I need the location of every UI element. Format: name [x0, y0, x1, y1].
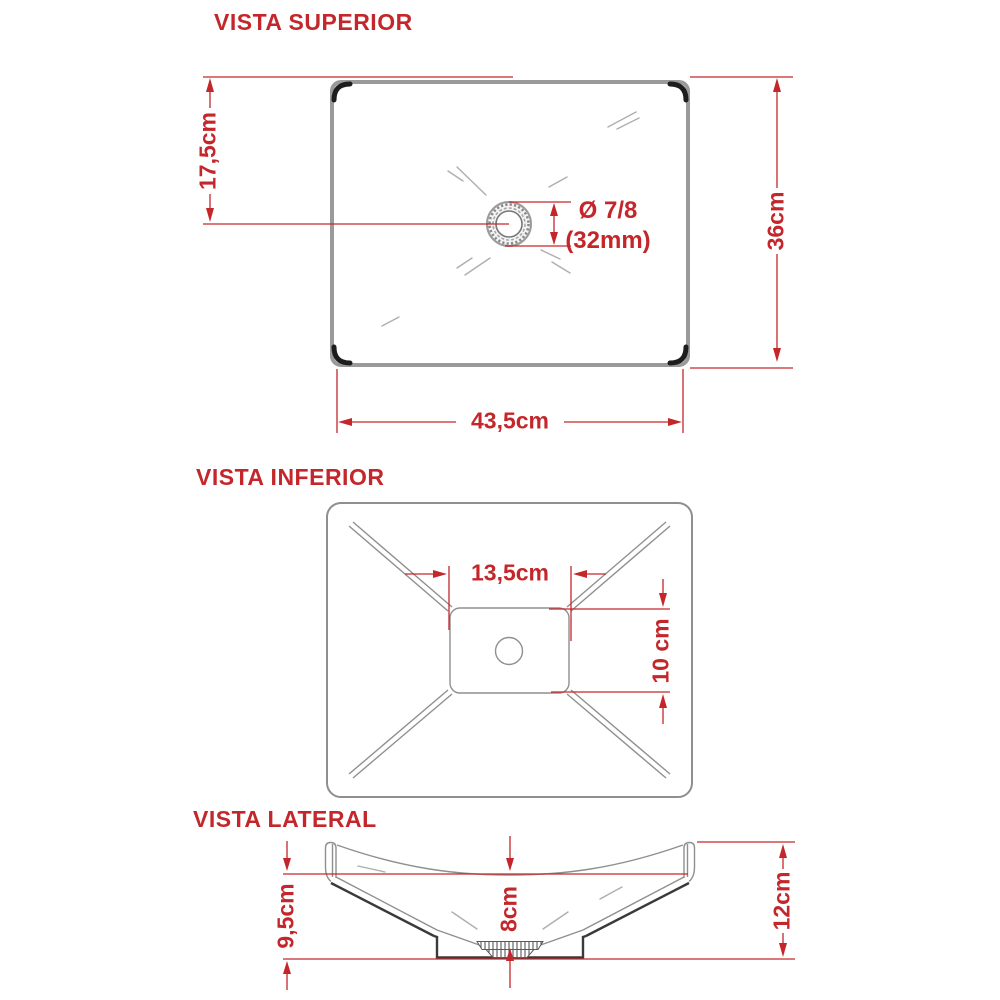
dim-label-43-5cm: 43,5cm — [470, 407, 550, 434]
dim-label-12cm: 12cm — [768, 871, 795, 931]
vista-inferior-title: VISTA INFERIOR — [196, 464, 385, 490]
vista-superior-title: VISTA SUPERIOR — [214, 9, 413, 35]
underside-ribs — [348, 521, 671, 779]
dim-label-17-5cm: 17,5cm — [194, 111, 221, 191]
side-view-outline — [324, 841, 696, 959]
drain-diameter-line2: (32mm) — [565, 227, 651, 254]
drain-diameter-line1: Ø 7/8 — [578, 197, 638, 224]
dim-label-9-5cm: 9,5cm — [272, 883, 299, 949]
side-view-dimensions — [283, 836, 795, 990]
surface-scratches — [381, 111, 640, 327]
top-view-outline — [330, 80, 690, 367]
drain-diameter-label: Ø 7/8 (32mm) — [558, 196, 658, 256]
vista-lateral-title: VISTA LATERAL — [193, 806, 377, 832]
top-view-dimensions — [203, 76, 793, 433]
dim-label-10cm: 10 cm — [647, 618, 674, 684]
dim-label-13-5cm: 13,5cm — [470, 559, 550, 586]
bottom-view-dimensions — [405, 566, 670, 724]
bottom-view-outline — [326, 502, 693, 798]
dim-label-36cm: 36cm — [762, 191, 789, 251]
drain-hole-bottom — [494, 636, 524, 666]
dim-label-8cm: 8cm — [495, 885, 522, 933]
